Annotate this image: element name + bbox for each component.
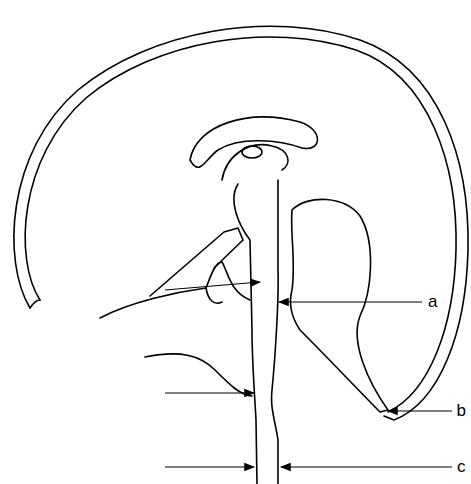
cerebellum	[290, 199, 388, 412]
leader-line	[388, 410, 452, 411]
callout-letter: c	[456, 458, 467, 475]
dura-end	[30, 300, 40, 308]
leader-line	[279, 301, 422, 302]
leader-line	[281, 466, 452, 467]
leader-line	[165, 392, 254, 393]
optic-region	[150, 228, 243, 296]
pituitary-stalk	[206, 288, 222, 303]
dura-outer	[14, 26, 468, 420]
leader-line	[165, 282, 260, 290]
pons-front	[145, 354, 252, 396]
callout-letter: a	[427, 293, 438, 310]
leader-line	[165, 466, 254, 467]
hypothalamus-floor	[100, 262, 250, 318]
brainstem-back	[272, 180, 279, 484]
interthalamic-adhesion	[242, 146, 262, 158]
corpus-callosum	[190, 117, 318, 167]
fornix	[222, 145, 288, 180]
callout-letter: b	[456, 402, 467, 419]
